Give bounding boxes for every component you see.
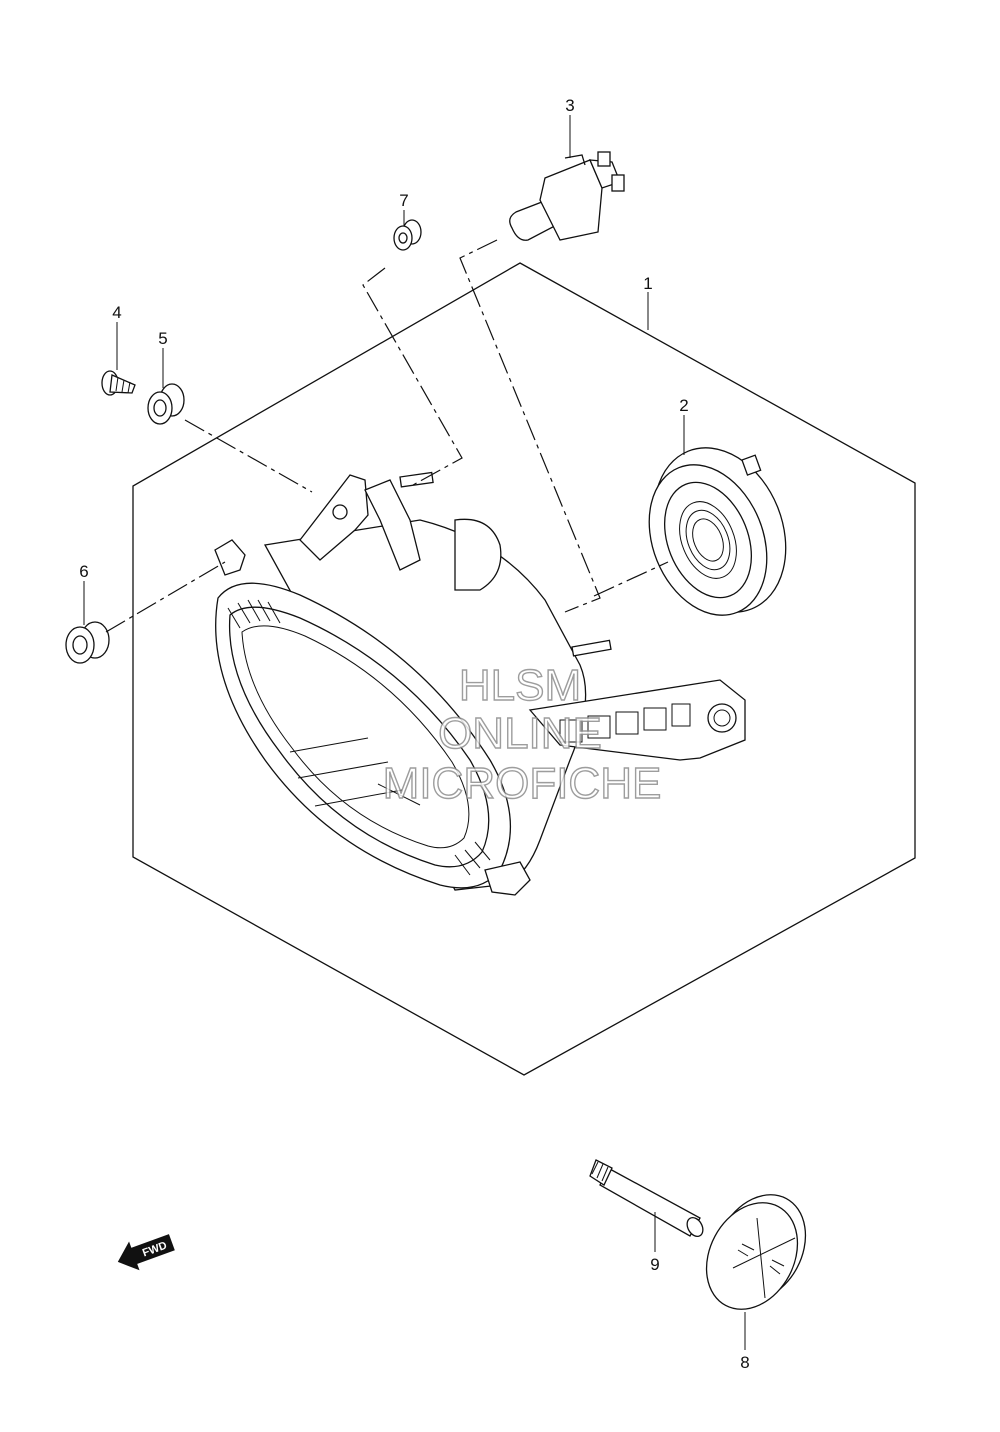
callout-7: 7 bbox=[399, 191, 408, 210]
assembly-line-2 bbox=[593, 561, 669, 597]
callout-8: 8 bbox=[740, 1353, 749, 1372]
watermark-line-3: MICROFICHE bbox=[383, 759, 662, 808]
callout-5: 5 bbox=[158, 329, 167, 348]
part-4-screw bbox=[101, 370, 136, 396]
forward-arrow-icon: FWD bbox=[117, 1234, 175, 1271]
part-7-grommet bbox=[393, 219, 422, 251]
callout-2: 2 bbox=[679, 396, 688, 415]
part-5-grommet bbox=[147, 383, 185, 425]
assembly-boundary bbox=[132, 262, 916, 1076]
assembly-line-6 bbox=[105, 561, 226, 633]
part-3-bulb bbox=[509, 151, 625, 241]
assembly-line-7 bbox=[362, 267, 463, 486]
watermark-line-2: ONLINE bbox=[438, 709, 602, 758]
assembly-line-5 bbox=[184, 419, 313, 493]
part-8-aiming-cap bbox=[705, 1194, 807, 1310]
part-2-socket-cover bbox=[648, 447, 787, 616]
callout-4: 4 bbox=[112, 303, 121, 322]
callout-6: 6 bbox=[79, 562, 88, 581]
watermark: HLSM ONLINE MICROFICHE bbox=[382, 660, 662, 808]
part-9-adjuster-bolt bbox=[589, 1159, 704, 1237]
callout-3: 3 bbox=[565, 96, 574, 115]
assembly-line-3 bbox=[459, 239, 601, 613]
watermark-line-1: HLSM bbox=[459, 661, 581, 710]
headlamp-housing bbox=[214, 471, 746, 896]
callout-9: 9 bbox=[650, 1255, 659, 1274]
part-6-grommet bbox=[65, 621, 110, 664]
callout-1: 1 bbox=[643, 274, 652, 293]
